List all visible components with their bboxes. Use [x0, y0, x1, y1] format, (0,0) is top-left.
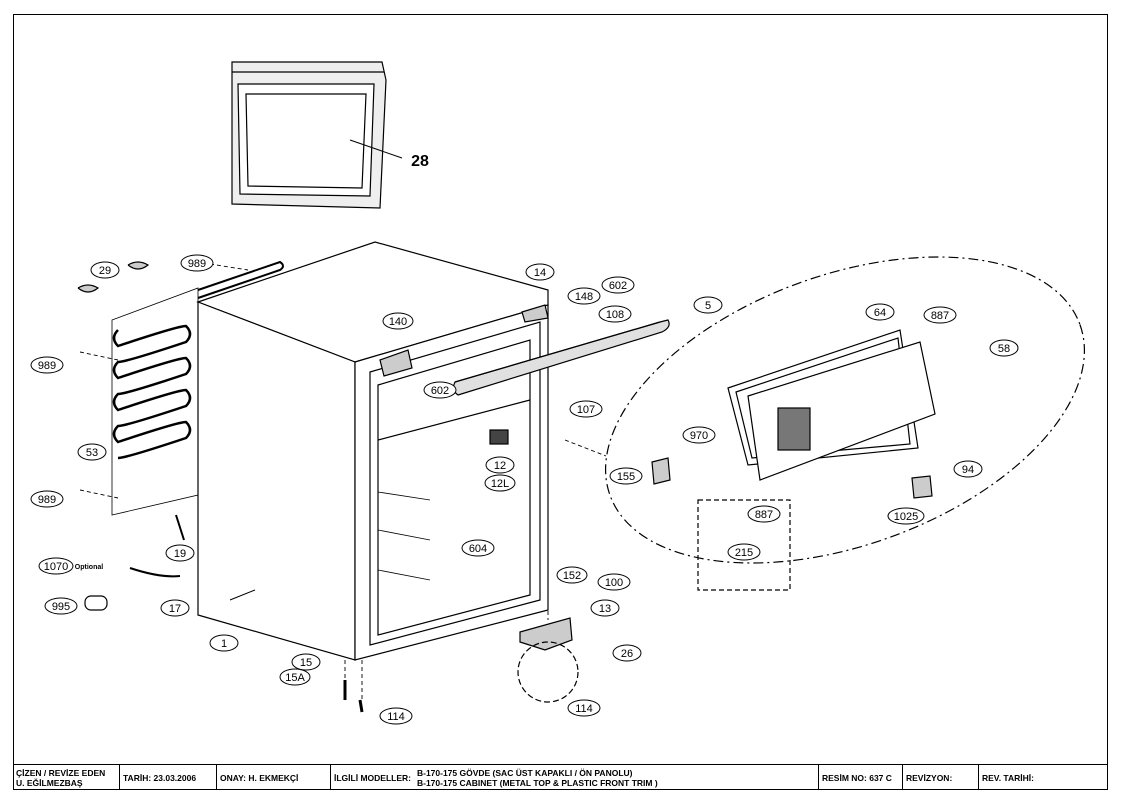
callout-15a: 15A: [285, 672, 305, 684]
callout-29: 29: [99, 265, 111, 277]
drawing-border: [13, 14, 1108, 790]
callout-12l: 12L: [491, 478, 509, 490]
callout-58: 58: [998, 343, 1010, 355]
callout-19: 19: [174, 548, 186, 560]
door-assembly-group: [604, 256, 1086, 591]
callout-215: 215: [735, 547, 753, 559]
approval-cell: ONAY: H. EKMEKÇİ: [217, 765, 331, 790]
callout-140: 140: [389, 316, 407, 328]
callout-1070-optional: Optional: [75, 564, 103, 571]
models-label: İLGİLİ MODELLER:: [334, 772, 411, 783]
cabinet-body[interactable]: [196, 241, 549, 661]
models-cell: İLGİLİ MODELLER: B-170-175 GÖVDE (SAC ÜS…: [331, 765, 819, 790]
drawn-by-label: ÇİZEN / REVİZE EDEN: [16, 767, 106, 778]
callout-989-mid: 989: [38, 360, 56, 372]
callout-602-right: 602: [609, 280, 627, 292]
callout-12: 12: [494, 460, 506, 472]
callout-114-left: 114: [387, 711, 405, 723]
drawn-by-name: U. EĞİLMEZBAŞ: [16, 777, 83, 788]
revision-date-label: REV. TARİHİ:: [982, 772, 1034, 783]
callout-970: 970: [690, 430, 708, 442]
callout-1: 1: [221, 638, 227, 650]
callout-5: 5: [705, 300, 711, 312]
callout-14: 14: [534, 267, 546, 279]
top-cover-part: [231, 61, 403, 209]
approval-value: ONAY: H. EKMEKÇİ: [220, 772, 299, 783]
callout-989-top: 989: [188, 258, 206, 270]
callout-107: 107: [577, 404, 595, 416]
revision-cell: REVİZYON:: [903, 765, 979, 790]
callout-64: 64: [874, 307, 886, 319]
drawn-by-cell: ÇİZEN / REVİZE EDEN U. EĞİLMEZBAŞ: [13, 765, 120, 790]
callout-100: 100: [605, 577, 623, 589]
callout-887-top: 887: [931, 310, 949, 322]
callout-26: 26: [621, 648, 633, 660]
callout-108: 108: [606, 309, 624, 321]
callout-602-left: 602: [431, 385, 449, 397]
models-line-1: B-170-175 GÖVDE (SAC ÜST KAPAKLI / ÖN PA…: [416, 767, 633, 778]
callout-28: 28: [411, 153, 429, 170]
date-cell: TARİH: 23.03.2006: [120, 765, 217, 790]
drawing-number: RESİM NO: 637 C: [822, 772, 892, 783]
assembly-arrows: [79, 263, 607, 700]
small-components: [77, 261, 509, 713]
date-value: TARİH: 23.03.2006: [123, 772, 197, 783]
callout-bubbles: [30, 254, 1019, 725]
callout-995: 995: [52, 601, 70, 613]
callout-13: 13: [599, 603, 611, 615]
callout-989-low: 989: [38, 494, 56, 506]
callout-152: 152: [563, 570, 581, 582]
callout-53: 53: [86, 447, 98, 459]
title-block: ÇİZEN / REVİZE EDEN U. EĞİLMEZBAŞ TARİH:…: [13, 764, 1108, 790]
callout-94: 94: [962, 464, 974, 476]
models-line-2: B-170-175 CABINET (METAL TOP & PLASTIC F…: [416, 777, 658, 788]
callout-148: 148: [575, 291, 593, 303]
revision-date-cell: REV. TARİHİ:: [979, 765, 1108, 790]
callout-1070: 1070: [44, 561, 68, 573]
callout-1025: 1025: [894, 511, 918, 523]
callout-15: 15: [300, 657, 312, 669]
callout-887-box: 887: [755, 509, 773, 521]
drawing-number-cell: RESİM NO: 637 C: [819, 765, 903, 790]
callout-17: 17: [169, 603, 181, 615]
callout-155: 155: [617, 471, 635, 483]
revision-label: REVİZYON:: [906, 772, 953, 783]
hinge-parts: [379, 304, 579, 703]
callout-604: 604: [469, 543, 487, 555]
callout-114-right: 114: [575, 703, 593, 715]
